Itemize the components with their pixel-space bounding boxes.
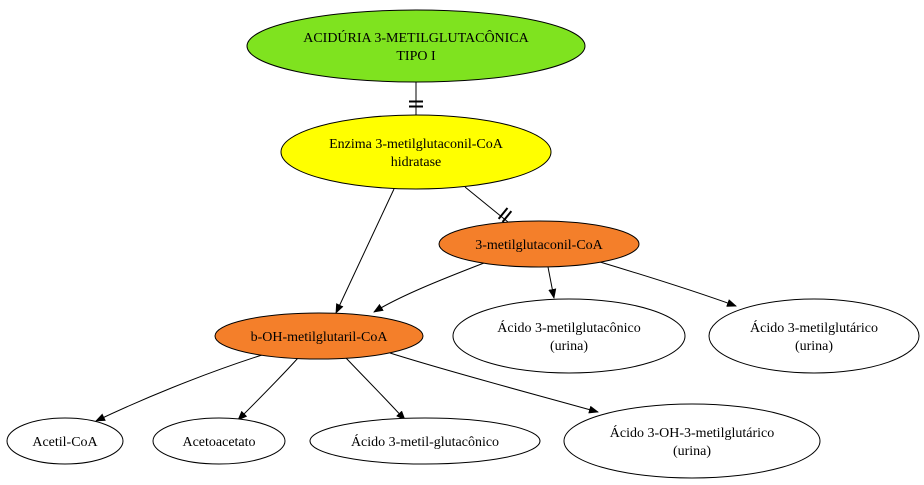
node-label: b-OH-metilglutaril-CoA [251, 330, 389, 345]
node-hmga_urine: Ácido 3-OH-3-metilglutárico (urina) [563, 403, 821, 479]
node-ellipse [152, 417, 286, 465]
node-label: Enzima 3-metilglutaconil-CoA [329, 137, 504, 152]
node-label: Ácido 3-metilglutárico [750, 319, 878, 336]
edge-mgcoa-to-mga_urine [547, 266, 557, 299]
node-label: ACIDÚRIA 3-METILGLUTACÔNICA [303, 29, 529, 46]
edge-hmgcoa-to-hmga_urine [389, 352, 599, 414]
node-ellipse [214, 312, 424, 360]
edge-mgcoa-to-hmgcoa [373, 262, 485, 313]
edges-layer [95, 82, 737, 422]
node-acidemia: ACIDÚRIA 3-METILGLUTACÔNICA TIPO I [246, 9, 586, 83]
node-ellipse [309, 417, 541, 465]
node-ellipse [452, 298, 686, 374]
node-acetylcoa: Acetil-CoA [6, 417, 124, 465]
node-label: Acetoacetato [182, 435, 255, 450]
node-mgcoa: 3-metilglutaconil-CoA [438, 220, 640, 268]
node-label: Ácido 3-metil-glutacônico [351, 433, 499, 450]
edge-hmgcoa-to-acetoacetate [237, 357, 299, 421]
edge-enzyme-to-hmgcoa [335, 188, 395, 314]
node-mga: Ácido 3-metil-glutacônico [309, 417, 541, 465]
node-label: Ácido 3-metilglutacônico [497, 319, 640, 336]
node-ellipse [6, 417, 124, 465]
edge-hmgcoa-to-acetylcoa [95, 354, 263, 422]
node-label: Ácido 3-OH-3-metilglutárico [610, 424, 774, 441]
nodes-layer: ACIDÚRIA 3-METILGLUTACÔNICA TIPO I Enzima … [6, 9, 920, 479]
node-label: hidratase [391, 155, 442, 170]
inhibition-tick-mark [497, 207, 509, 220]
node-label: Acetil-CoA [32, 435, 98, 450]
node-label: TIPO I [396, 49, 436, 64]
node-hmgcoa: b-OH-metilglutaril-CoA [214, 312, 424, 360]
node-mga_urine: Ácido 3-metilglutacônico (urina) [452, 298, 686, 374]
node-ellipse [563, 403, 821, 479]
node-label: (urina) [795, 339, 833, 354]
node-acetoacetate: Acetoacetato [152, 417, 286, 465]
node-enzyme: Enzima 3-metilglutaconil-CoA hidratase [280, 114, 552, 190]
node-label: 3-metilglutaconil-CoA [475, 238, 603, 253]
inhibition-tick-mark [501, 210, 513, 223]
node-mglutaric_urine: Ácido 3-metilglutárico (urina) [708, 298, 920, 374]
node-label: (urina) [673, 444, 711, 459]
node-ellipse [438, 220, 640, 268]
edge-hmgcoa-to-mga [345, 357, 406, 421]
node-ellipse [246, 9, 586, 83]
node-ellipse [280, 114, 552, 190]
node-label: (urina) [550, 339, 588, 354]
node-ellipse [708, 298, 920, 374]
edge-mgcoa-to-mglutaric_urine [599, 261, 737, 307]
